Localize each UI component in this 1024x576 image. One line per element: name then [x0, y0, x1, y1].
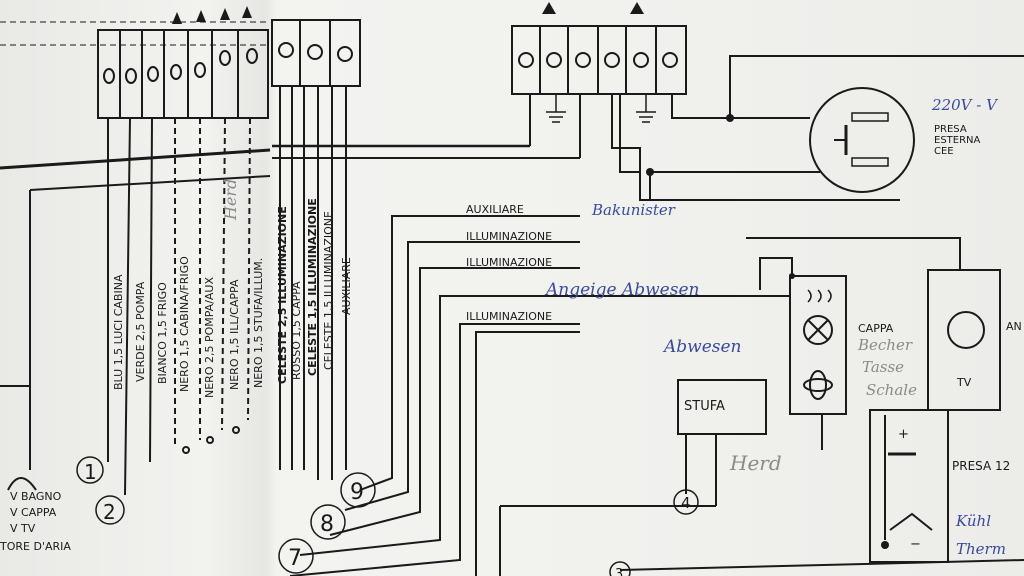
number-2: 2 [103, 500, 116, 524]
left-list-3: V TV [10, 522, 36, 535]
cappa-label: CAPPA [858, 322, 894, 335]
esterna-label: ESTERNA [934, 135, 981, 146]
tv-label: TV [956, 376, 972, 389]
number-7: 7 [288, 546, 302, 571]
wire-label-8: CELESTE 2,5 ILLUMINAZIONE [276, 206, 289, 384]
left-list-4: TORE D'ARIA [0, 540, 71, 553]
left-list-1: V BAGNO [10, 490, 62, 503]
cee-label: CEE [934, 146, 954, 157]
wire-label-12: AUXILIARE [340, 257, 353, 315]
presa-label: PRESA [934, 124, 967, 135]
note-becher: Becher [857, 336, 913, 354]
note-auxiliare: Bakunister [591, 201, 676, 219]
presa12-box [869, 409, 949, 563]
plus-sign: + [898, 427, 909, 442]
left-list-2: V CAPPA [10, 506, 57, 519]
voltage-note: 220V - V [931, 96, 999, 114]
stufa-box [677, 379, 767, 435]
cappa-box [789, 275, 847, 415]
an-label: AN [1006, 320, 1022, 333]
mid-terminal-block [271, 19, 361, 87]
note-tasse: Tasse [862, 358, 904, 376]
note-kuhl: Kühl [955, 512, 991, 530]
wire-label-4: NERO 1,5 CABINA/FRIGO [178, 256, 191, 392]
bus-label-auxiliare: AUXILIARE [466, 203, 524, 216]
number-9: 9 [350, 480, 364, 505]
bus-label-illuminazione-3: ILLUMINAZIONE [466, 310, 552, 323]
note-cappa-left: Abwesen [662, 337, 742, 357]
note-therm: Therm [956, 540, 1006, 558]
wire-label-5: NERO 2,5 POMPA/AUX [203, 277, 216, 398]
number-4: 4 [681, 494, 691, 512]
wire-label-3: BIANCO 1,5 FRIGO [156, 282, 169, 384]
stufa-label: STUFA [684, 399, 725, 414]
left-terminal-block [97, 29, 269, 119]
wire-label-11: CELESTE 1,5 ILLUMINAZIONE [322, 211, 335, 370]
wire-label-10: CELESTE 1,5 ILLUMINAZIONE [306, 198, 319, 376]
note-herd-vertical: Herd [221, 179, 240, 221]
presa12-label: PRESA 12 [952, 459, 1010, 473]
note-herd: Herd [729, 451, 782, 475]
wire-label-9: ROSSO 1,5 CAPPA [290, 281, 303, 380]
note-schale: Schale [866, 381, 917, 399]
wire-label-7: NERO 1,5 STUFA/ILLUM. [252, 258, 265, 388]
wire-label-1: BLU 1,5 LUCI CABINA [112, 274, 125, 390]
wire-label-2: VERDE 2,5 POMPA [134, 281, 147, 382]
wire-label-6: NERO 1,5 ILL/CAPPA [228, 279, 241, 390]
bus-label-illuminazione-1: ILLUMINAZIONE [466, 230, 552, 243]
tv-box [927, 269, 1001, 411]
number-3: 3 [615, 567, 623, 576]
number-8: 8 [320, 512, 334, 537]
bus-label-illuminazione-2: ILLUMINAZIONE [466, 256, 552, 269]
number-1: 1 [84, 460, 97, 484]
note-illum: Angeige Abwesen [544, 280, 699, 300]
minus-sign: − [910, 537, 921, 552]
